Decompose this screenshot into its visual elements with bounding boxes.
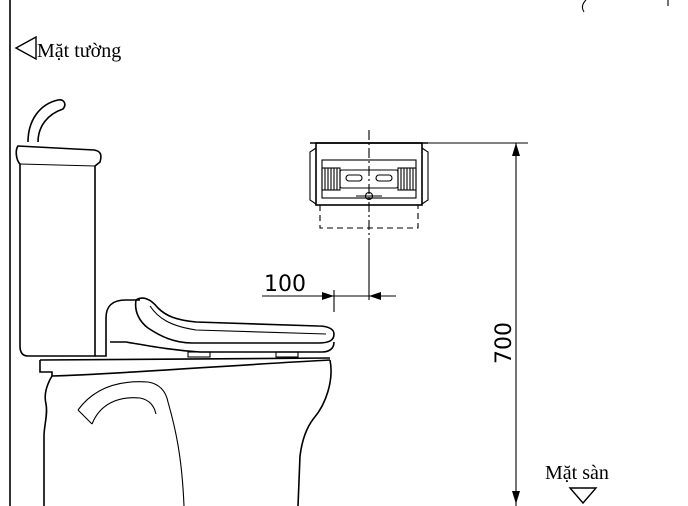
dimension-height: 700 (428, 142, 528, 506)
bracket-tab-left (309, 147, 317, 205)
bowl-top-edge (39, 357, 331, 361)
spring-right (397, 167, 417, 191)
triangle-down-icon (568, 487, 598, 505)
bowl-rim (39, 359, 331, 377)
bowl-back-curve (43, 375, 53, 506)
toilet-drawing (15, 99, 335, 506)
bowl-front-curve (297, 359, 332, 506)
bracket-drawing (309, 130, 429, 242)
offset-value: 100 (264, 272, 306, 297)
clipped-text-fragment (581, 0, 587, 13)
bracket-slot-left (345, 174, 363, 182)
offset-arrow-left (322, 292, 334, 300)
tank-lid-edge (19, 163, 96, 167)
height-value: 700 (492, 322, 517, 364)
spring-left (321, 167, 341, 191)
seat-hinge (95, 299, 140, 357)
height-arrow-bottom (512, 491, 520, 504)
wall-label-group: Mặt tường (14, 35, 121, 62)
seat-bumper-left (187, 351, 211, 358)
cistern-tank (15, 145, 102, 357)
wall-label: Mặt tường (37, 40, 121, 62)
trapway-inner (91, 397, 157, 425)
bracket-tab-right (421, 147, 429, 205)
seat-bumper-right (275, 351, 299, 358)
dimension-offset: 100 (262, 242, 396, 312)
supply-pipe (27, 99, 66, 143)
seat-lid (134, 297, 335, 344)
floor-label-group: Mặt sàn (545, 462, 609, 505)
triangle-left-icon (14, 35, 37, 61)
bracket-slot-right (375, 174, 393, 182)
floor-label: Mặt sàn (545, 462, 609, 484)
height-arrow-top (512, 143, 520, 156)
offset-arrow-right (369, 292, 381, 300)
trapway-outline (77, 381, 185, 506)
seat-lid-crease (149, 305, 327, 335)
trapway-joint (77, 409, 93, 425)
